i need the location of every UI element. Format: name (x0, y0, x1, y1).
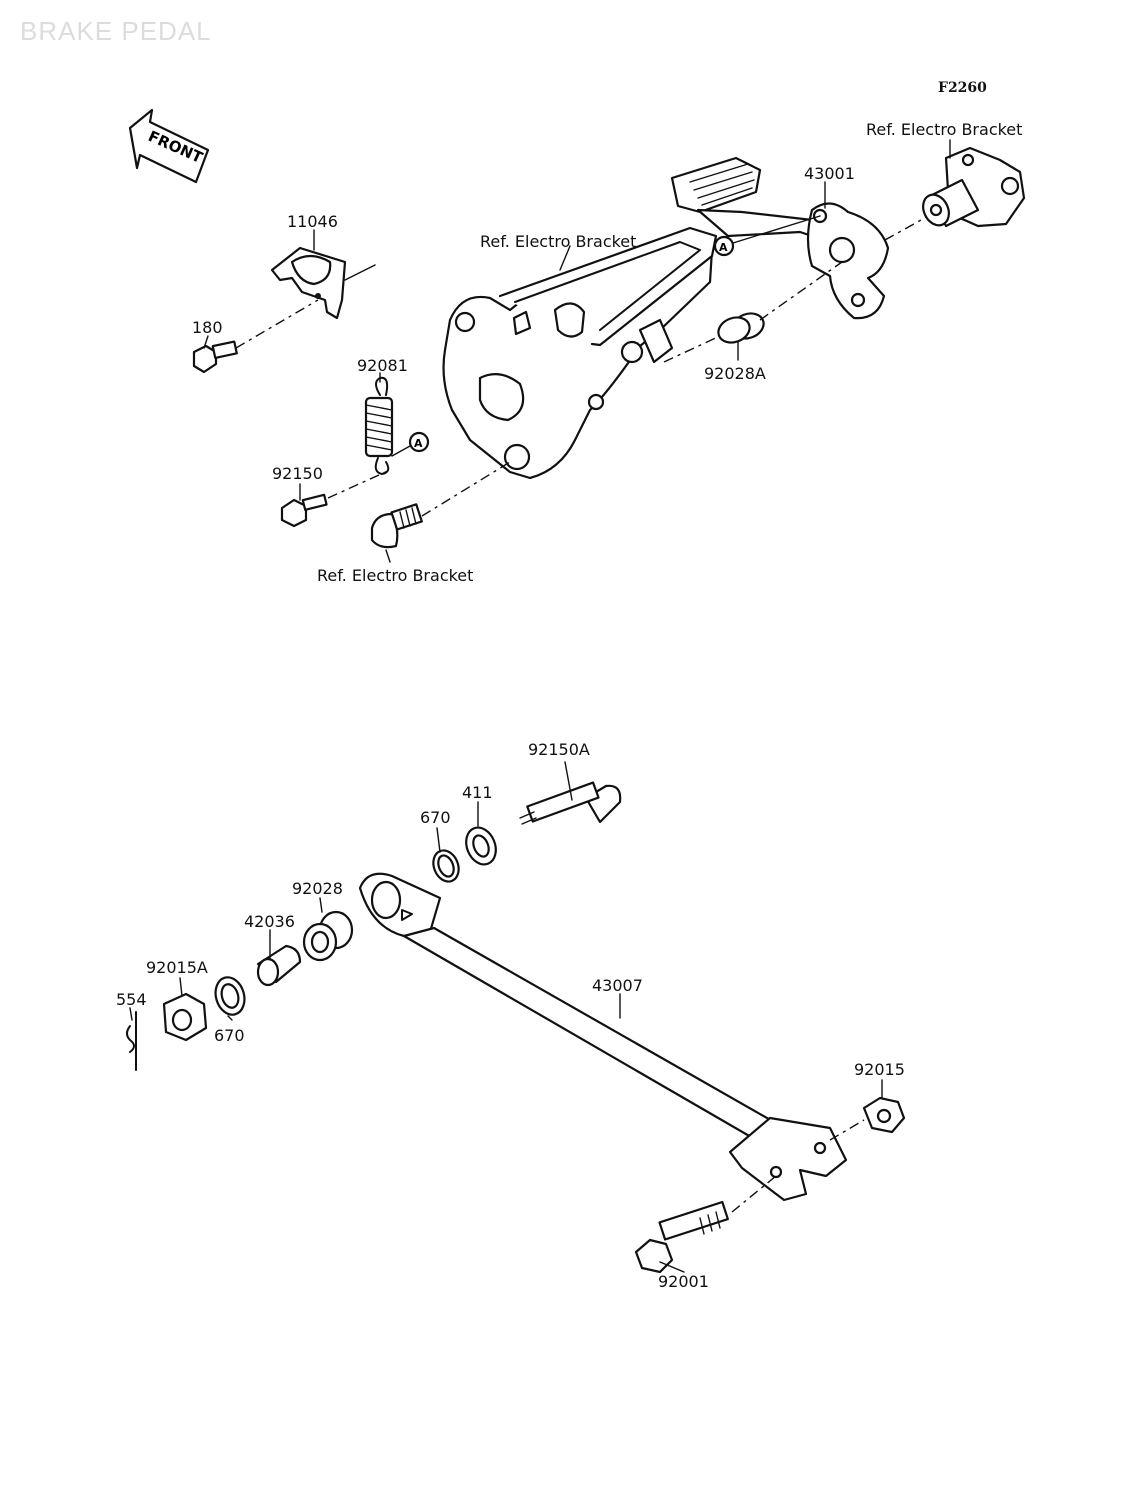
electro-bracket-main (442, 226, 718, 480)
ref-marker-a-upper: A (713, 215, 821, 257)
ref-marker-a-lower-text: A (414, 437, 423, 450)
label-ref-electro-bracket-bottom: Ref. Electro Bracket (317, 566, 474, 585)
nut-92015 (829, 1096, 906, 1141)
label-43001: 43001 (804, 164, 855, 183)
label-92028: 92028 (292, 879, 343, 898)
washer-411 (465, 826, 497, 866)
electro-bracket-right (922, 146, 1026, 228)
sleeve-42036 (256, 944, 302, 987)
label-92150A: 92150A (528, 740, 590, 759)
switch-bracket-11046 (270, 246, 376, 320)
label-92150: 92150 (272, 464, 323, 483)
label-92028A: 92028A (704, 364, 766, 383)
bolt-92001 (634, 1175, 777, 1274)
label-43007: 43007 (592, 976, 643, 995)
label-42036: 42036 (244, 912, 295, 931)
washer-670-upper (432, 849, 460, 883)
label-554: 554 (116, 990, 147, 1009)
ref-marker-a-upper-text: A (719, 241, 728, 254)
cotter-pin-554 (126, 1011, 137, 1071)
label-92015A: 92015A (146, 958, 208, 977)
washer-670-lower (214, 976, 246, 1016)
label-180: 180 (192, 318, 223, 337)
collar-92028A (663, 261, 843, 363)
bolt-180 (192, 299, 319, 374)
label-92015: 92015 (854, 1060, 905, 1079)
nut-92015A (162, 992, 208, 1042)
front-arrow-icon: FRONT (128, 108, 210, 184)
brake-rod-43007 (358, 872, 848, 1202)
label-92001: 92001 (658, 1272, 709, 1291)
collar-92028 (302, 910, 354, 962)
diagram-watermark: BRAKE PEDAL (20, 16, 212, 46)
brake-pedal-43001 (670, 156, 931, 320)
label-411: 411 (462, 783, 493, 802)
label-670-upper: 670 (420, 808, 451, 827)
label-11046: 11046 (287, 212, 338, 231)
figure-code: F2260 (938, 80, 987, 96)
label-92081: 92081 (357, 356, 408, 375)
spring-92081 (364, 376, 394, 475)
label-ref-electro-bracket-middle: Ref. Electro Bracket (480, 232, 637, 251)
leader-lines (129, 139, 951, 1273)
ref-marker-a-lower: A (391, 431, 430, 457)
label-ref-electro-bracket-top-right: Ref. Electro Bracket (866, 120, 1023, 139)
shoulder-bolt-92150A (519, 781, 622, 825)
pin-92150 (280, 469, 391, 528)
label-670-lower: 670 (214, 1026, 245, 1045)
bracket-mount-bolt (370, 461, 511, 549)
